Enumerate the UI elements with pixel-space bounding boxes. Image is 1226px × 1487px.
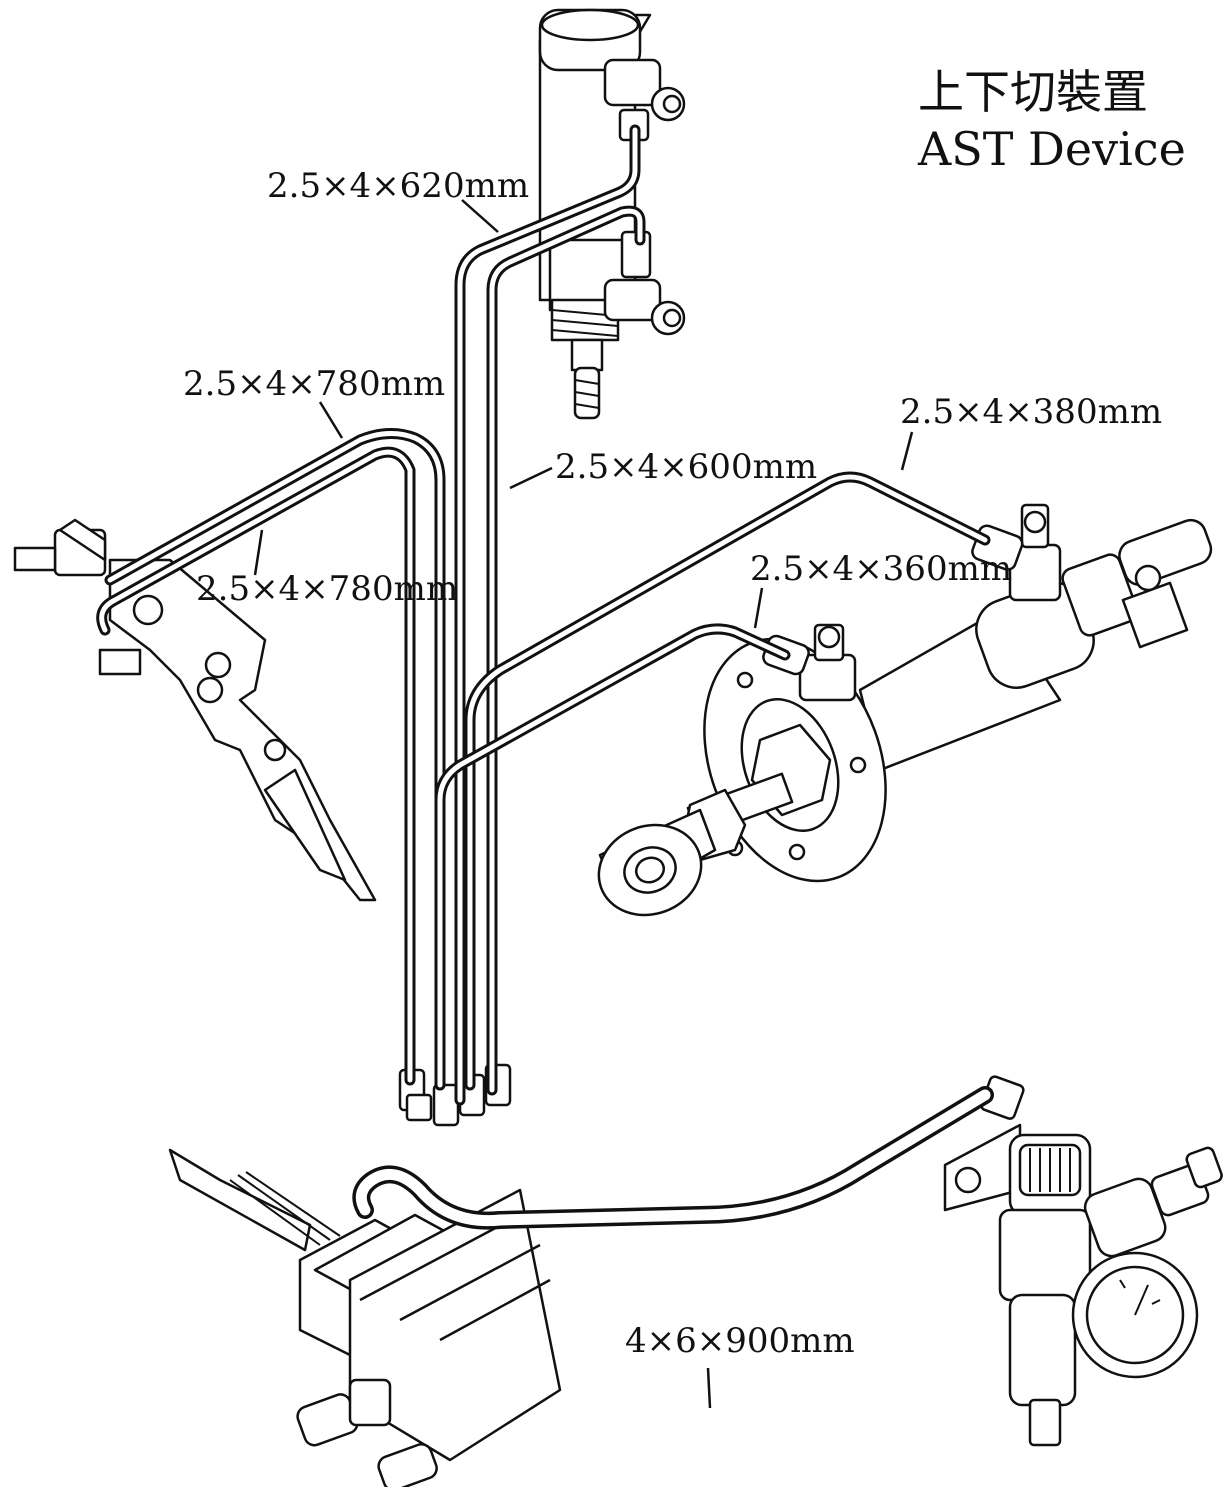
- filter-regulator: [943, 1075, 1223, 1447]
- horizontal-cylinder: [597, 503, 1213, 917]
- title-zh: 上下切裝置: [918, 65, 1148, 119]
- vertical-cylinder: [538, 8, 686, 420]
- tube-900: [352, 1086, 994, 1230]
- solenoid-valve-bank: [168, 1063, 562, 1487]
- tube-780a: [104, 428, 446, 1091]
- tube-620: [454, 124, 641, 1106]
- leader-380: [900, 431, 914, 471]
- label-tube-780b: 2.5×4×780mm: [196, 569, 458, 609]
- tube-360: [434, 623, 791, 1091]
- label-tube-780a: 2.5×4×780mm: [183, 364, 445, 404]
- tube-380: [464, 471, 991, 1091]
- leader-360: [753, 587, 764, 629]
- tube-600: [486, 205, 646, 1096]
- leader-620: [461, 199, 499, 233]
- leader-780a: [318, 401, 344, 439]
- leader-900: [706, 1367, 712, 1409]
- knife-assembly: [13, 518, 377, 902]
- label-tube-380: 2.5×4×380mm: [900, 392, 1162, 432]
- label-tube-360: 2.5×4×360mm: [750, 549, 1012, 589]
- leader-780b: [253, 529, 264, 576]
- label-tube-900: 4×6×900mm: [625, 1321, 855, 1361]
- label-tube-600: 2.5×4×600mm: [555, 447, 817, 487]
- label-tube-620: 2.5×4×620mm: [267, 166, 529, 206]
- leader-600: [509, 466, 553, 490]
- title-en: AST Device: [917, 122, 1186, 176]
- tube-780b: [96, 446, 416, 1086]
